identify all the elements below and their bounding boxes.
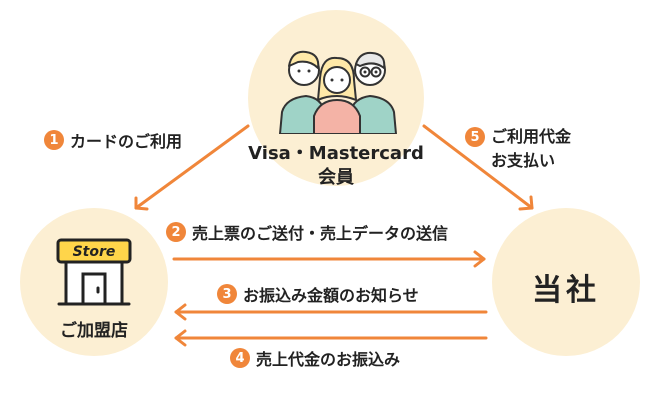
step-4-text: 売上代金のお振込み xyxy=(256,350,401,369)
step-3-text: お振込み金額のお知らせ xyxy=(243,286,419,305)
step-1-label: 1 カードのご利用 xyxy=(44,128,182,152)
step-2-label: 2 売上票のご送付・売上データの送信 xyxy=(166,220,448,244)
step-5-text-line1: ご利用代金 xyxy=(491,127,572,146)
step-5-number: 5 xyxy=(465,127,485,147)
store-label: ご加盟店 xyxy=(60,321,128,341)
arrow-company-to-store-payment xyxy=(174,329,488,347)
step-5-text-line2: お支払い xyxy=(491,151,556,170)
store-sign-text: Store xyxy=(73,244,116,260)
step-3-label: 3 お振込み金額のお知らせ xyxy=(217,282,419,306)
arrow-company-to-store-notice xyxy=(174,303,488,321)
step-5-text: ご利用代金 お支払い xyxy=(491,125,571,173)
store-icon: Store xyxy=(56,238,132,306)
arrow-member-to-company xyxy=(422,124,534,211)
member-label-line2: 会員 xyxy=(318,167,354,188)
step-3-number: 3 xyxy=(217,284,237,304)
member-label: Visa・Mastercard 会員 xyxy=(248,142,424,190)
people-group-icon xyxy=(279,50,397,134)
step-2-number: 2 xyxy=(166,222,186,242)
member-label-line1: Visa・Mastercard xyxy=(248,143,424,164)
arrow-store-to-company xyxy=(172,250,486,268)
arrow-member-to-store xyxy=(134,124,250,211)
member-node xyxy=(248,10,424,186)
company-node xyxy=(492,208,640,356)
step-1-text: カードのご利用 xyxy=(70,132,183,151)
step-4-label: 4 売上代金のお振込み xyxy=(230,346,400,370)
company-label: 当社 xyxy=(532,273,600,308)
step-4-number: 4 xyxy=(230,348,250,368)
step-1-number: 1 xyxy=(44,130,64,150)
step-5-label: 5 ご利用代金 お支払い xyxy=(465,125,571,173)
step-2-text: 売上票のご送付・売上データの送信 xyxy=(192,224,449,243)
